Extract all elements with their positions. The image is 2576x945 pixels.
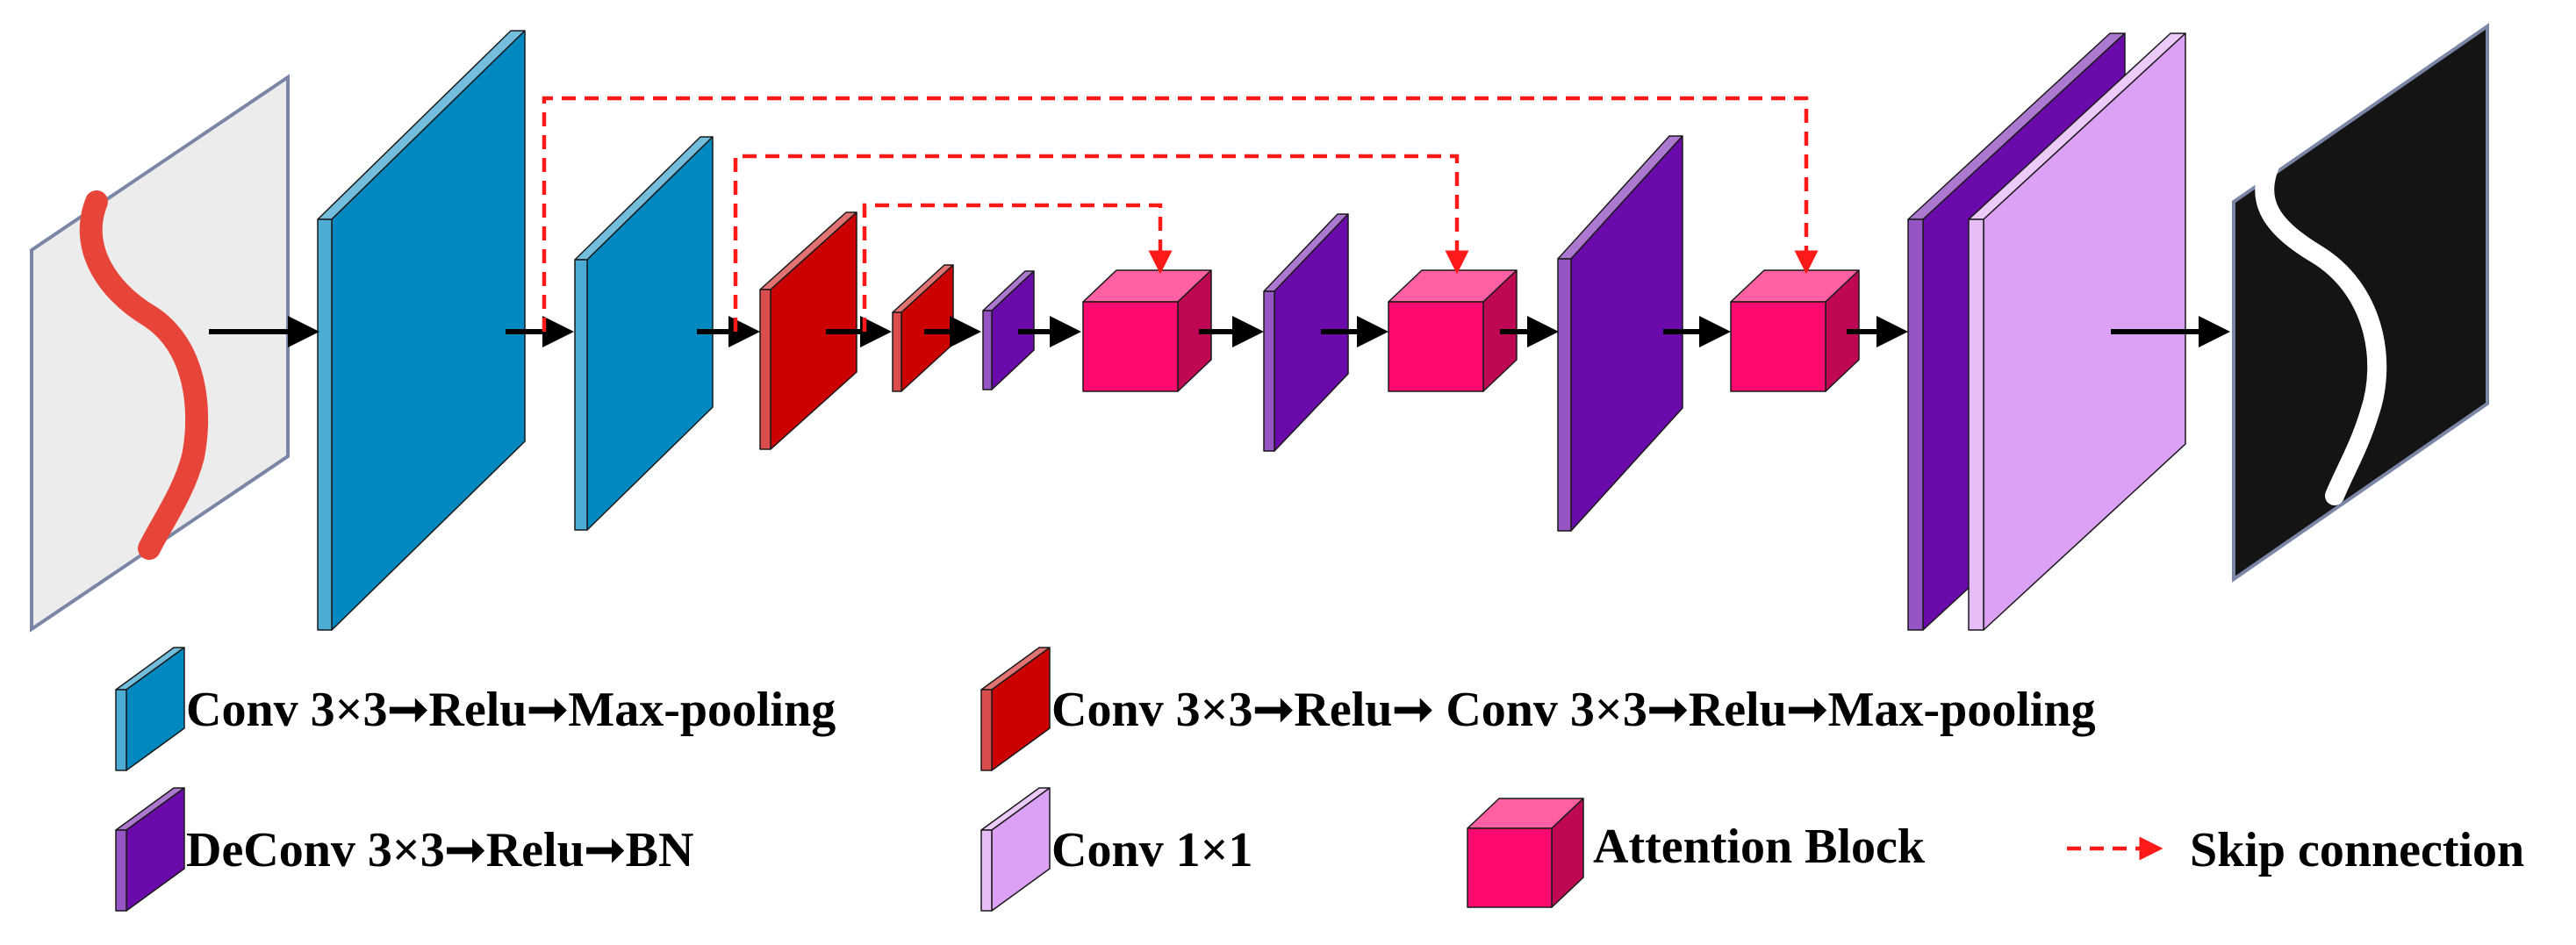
encoder-block-3 — [759, 211, 857, 450]
attention-block-3 — [1730, 269, 1860, 392]
conv1x1-block — [1968, 32, 2186, 631]
legend-icon-conv-conv-maxpool — [980, 647, 1051, 771]
input-image-icon — [30, 74, 290, 633]
decoder-block-2 — [1557, 135, 1683, 532]
skip-connection-line — [733, 154, 1469, 332]
skip-connection-line — [862, 203, 1173, 332]
legend-icon-attention — [1467, 798, 1584, 908]
legend-label-conv-conv-maxpool: Conv 3×3➞Relu➞ Conv 3×3➞Relu➞Max-pooling — [1051, 683, 2096, 737]
legend-label-skip: Skip connection — [2190, 823, 2524, 877]
legend-label-conv1x1: Conv 1×1 — [1051, 823, 1253, 877]
encoder-block-1 — [317, 30, 526, 631]
legend-icon-conv-maxpool — [115, 647, 185, 771]
encoder-block-2 — [574, 136, 714, 531]
legend-label-conv-maxpool: Conv 3×3➞Relu➞Max-pooling — [186, 683, 836, 737]
legend-icon-conv1x1 — [980, 787, 1051, 912]
bottleneck-block — [982, 270, 1035, 390]
legend-icon-deconv — [115, 787, 185, 912]
legend: Conv 3×3➞Relu➞Max-pooling Conv 3×3➞Relu➞… — [115, 647, 2524, 912]
layer-blocks — [317, 30, 2186, 631]
attention-block-1 — [1082, 269, 1212, 392]
skip-connection-line — [542, 96, 1819, 332]
decoder-block-1 — [1263, 213, 1349, 452]
legend-label-attention: Attention Block — [1593, 820, 1926, 874]
skip-connections — [542, 96, 1819, 332]
attention-block-2 — [1388, 269, 1518, 392]
legend-label-deconv: DeConv 3×3➞Relu➞BN — [186, 823, 693, 877]
output-mask-icon — [2232, 23, 2489, 583]
encoder-block-4 — [892, 264, 954, 392]
